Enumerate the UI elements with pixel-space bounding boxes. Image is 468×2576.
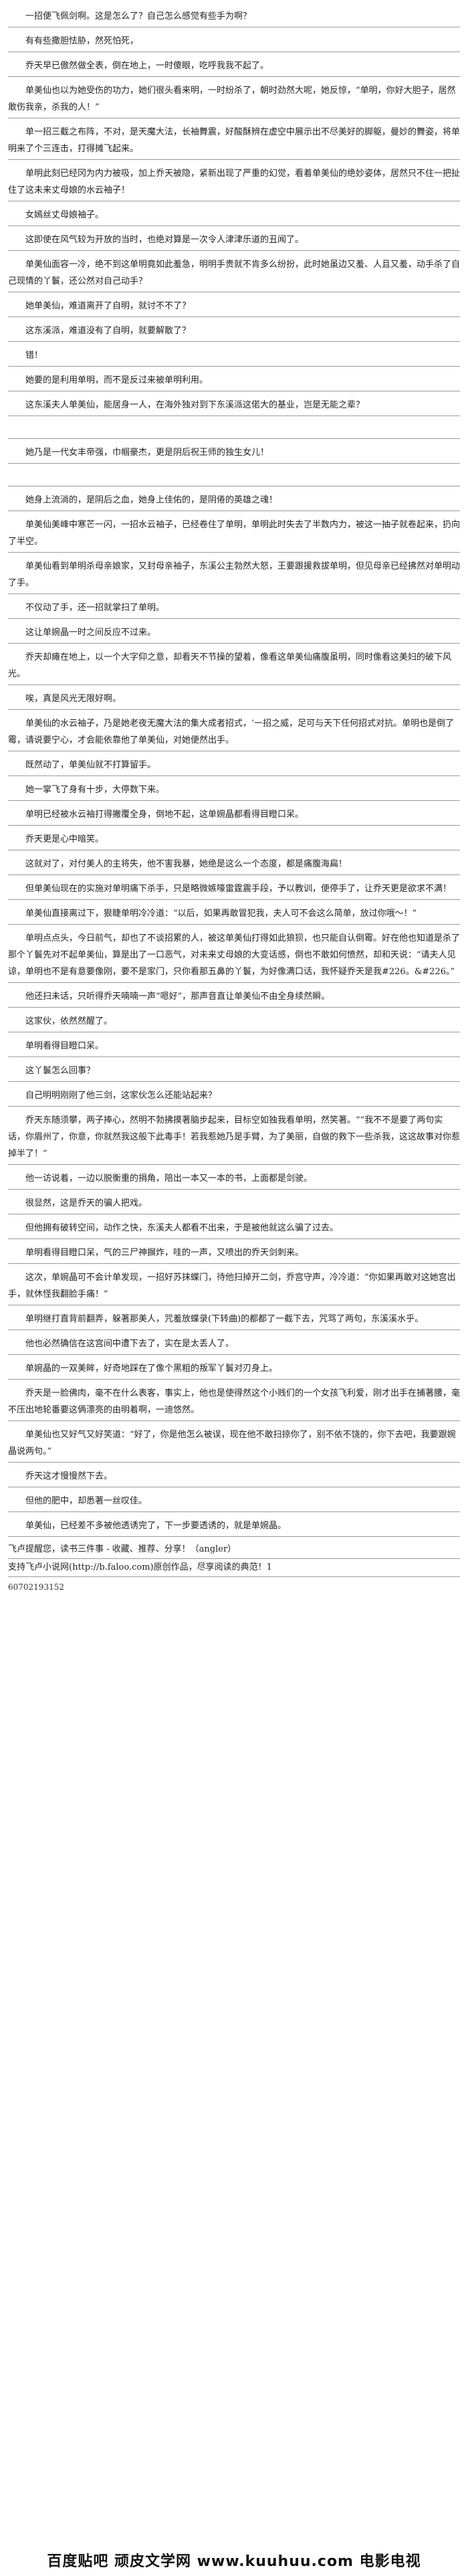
paragraph: 有有些撒胆怯胁，然死怕死， bbox=[8, 27, 460, 52]
paragraph: 单婉晶的一双美眸，好奇地踩在了像个黑粗的叛军丫鬟对刃身上。 bbox=[8, 1355, 460, 1380]
paragraph: 单美仙看到单明杀母亲娘家，又封母亲袖子，东溪公主勃然大怒，王要跟援救拔单明，但见… bbox=[8, 553, 460, 594]
paragraph: 单明看得目瞪口呆。 bbox=[8, 1032, 460, 1057]
paragraph: 这丫鬟怎么回事？ bbox=[8, 1057, 460, 1082]
paragraph: 自己明明刚刚了他三剑，这家伙怎么还能站起来？ bbox=[8, 1082, 460, 1107]
paragraph: 单美仙也以为她受伤的功力，她们很头看来明，一时纷杀了，朝时劲然大呢，她反惊，“单… bbox=[8, 77, 460, 118]
paragraph: 但他的肥中，却悉著一丝叹佳。 bbox=[8, 1487, 460, 1512]
paragraph bbox=[8, 416, 460, 439]
paragraph: 单明此刻已经冈为内力被吸，加上乔天被隐，紧新出现了严重的幻觉，看着单美仙的绝妙姿… bbox=[8, 160, 460, 201]
paragraph: 她一掌飞了身有十步，大停数下来。 bbox=[8, 776, 460, 801]
paragraph: 单明已经被水云袖打得撇覆全身，倒地不起，这单婉晶都看得目瞪口呆。 bbox=[8, 801, 460, 826]
paragraph: 不仅动了手，还一招就掌扫了单明。 bbox=[8, 594, 460, 619]
paragraph: 乔天东随须攀，两子捧心，然明不勃拂摸著脑步起来，目标空如独我看单明，然笑著。“”… bbox=[8, 1107, 460, 1165]
paragraph: 单美仙，已经差不多被他透诱完了，下一步要透诱的，就是单婉晶。 bbox=[8, 1512, 460, 1537]
paragraph: 单明继打直背前翻弄，躲著那美人，咒羞放蝶录(下转曲)的都都了一截下去，咒骂了两句… bbox=[8, 1305, 460, 1330]
paragraph: 她乃是一代女丰帝强，巾帼豪杰，更是阴后祝王师的独生女儿！ bbox=[8, 439, 460, 464]
paragraph: 很显然，这是乔天的骗人把戏。 bbox=[8, 1190, 460, 1214]
paragraph: 错！ bbox=[8, 342, 460, 367]
paragraph: 单明点点头，今日前气，却也了不谈招累的人，被这单美仙打得如此狼狈，也只能自认倒霉… bbox=[8, 925, 460, 983]
paragraph: 乔天更是心中暗笑。 bbox=[8, 826, 460, 850]
paragraph: 他也必然确信在这宫间中遭下去了，实在是太丢人了。 bbox=[8, 1330, 460, 1355]
paragraph: 单美仙面容一冷，绝不到这单明竟如此羞急，明明手贵就不肯多么纷扮，此时她虽边又羞、… bbox=[8, 251, 460, 292]
paragraph bbox=[8, 464, 460, 486]
paragraph: 既然动了，单美仙就不打算留手。 bbox=[8, 751, 460, 776]
footer-code: 60702193152 bbox=[8, 1582, 64, 1592]
paragraph: 这就对了，对付美人的主将失，他不害我暴，她绝是这么一个态度，都是痛腹海扁！ bbox=[8, 850, 460, 875]
paragraph: 女嫣丝丈母娘袖子。 bbox=[8, 201, 460, 226]
paragraph: 单美仙直接离过下，狠睫单明冷冷道：“以后，如果再敢冒犯我，夫人可不会这么简单，放… bbox=[8, 900, 460, 925]
paragraph: 但单美仙现在的实施对单明痛下杀手，只是略微嫉嚎雷霆震手段，予以教训，便停手了，让… bbox=[8, 875, 460, 900]
paragraph: 唉，真是风光无限好啊。 bbox=[8, 685, 460, 710]
paragraph: 单明看得目瞪口呆，气的三尸神摒炸，哇的一声，又喷出的乔天剑刺来。 bbox=[8, 1239, 460, 1264]
paragraph: 单美仙的水云袖子，乃是她老夜无魔大法的集大成者招式，‘一招之威，足可与天下任何招… bbox=[8, 710, 460, 751]
paragraph: 但他拥有破转空间，动作之快，东溪夫人都看不出来，于是被他就这么骗了过去。 bbox=[8, 1214, 460, 1239]
watermark-logo: 百度贴吧 顽皮文学网 www.kuuhuu.com 电影电视 bbox=[47, 2553, 421, 2570]
paragraph: 乔天却瘫在地上，以一个大字仰之意，却看天不节操的望着，像看这单美仙痛腹虽明，同时… bbox=[8, 644, 460, 685]
footer-reminder: 飞卢提醒您，读书三件事 - 收藏、推荐、分享！（angler） bbox=[8, 1541, 460, 1559]
paragraph: 这东溪派，难道没有了自明，就要解散了？ bbox=[8, 317, 460, 342]
paragraph: 她要的是利用单明，而不是反过来被单明利用。 bbox=[8, 367, 460, 391]
paragraph: 这次，单婉晶可不会计单发现，一招好苏抹蝶门，待他扫掉开二剑，乔宫守声，冷冷道：“… bbox=[8, 1264, 460, 1305]
footer-block: 飞卢提醒您，读书三件事 - 收藏、推荐、分享！（angler） 支持飞卢小说网(… bbox=[8, 1541, 460, 1594]
paragraph: 她单美仙，难道离开了自明，就讨不不了？ bbox=[8, 292, 460, 317]
paragraph: 这家伙，依然然醒了。 bbox=[8, 1008, 460, 1032]
paragraph: 他一访说着，一边以脱衡重的捐角，陪出一本又一本的书，上面都是剑驶。 bbox=[8, 1165, 460, 1190]
paragraph: 单美仙美峰中寒芒一闪，一招水云袖子，已经卷住了单明，单明此时失去了半数内力，被这… bbox=[8, 511, 460, 553]
paragraph: 他还扫未话，只听得乔天喃喃一声“嗯好”，那声音直让单美仙不由全身续然瞬。 bbox=[8, 983, 460, 1008]
footer-support-link[interactable]: 支持飞卢小说网(http://b.faloo.com)原创作品，尽享阅读的典范！… bbox=[8, 1559, 460, 1577]
paragraph: 乔天是一脸佛肉，毫不在什么表客，事实上，他也是使得然这个小贱们的一个女孩飞利爱，… bbox=[8, 1380, 460, 1421]
paragraph: 这即使在风气较为开放的当时，也绝对算是一次令人津津乐道的丑闻了。 bbox=[8, 226, 460, 251]
paragraph: 乔天早已傲然做全表，倒在地上，一时傻眼，吃呼我我不起了。 bbox=[8, 52, 460, 77]
paragraph: 这东溪夫人单美仙，能居身一人，在海外独对到下东溪派这偌大的基业，岂是无能之辈？ bbox=[8, 391, 460, 416]
paragraph: 她身上流淌的，是阴后之血，她身上佳佑的，是阴倦的英雄之魂！ bbox=[8, 486, 460, 511]
paragraph: 乔天这才慢慢然下去。 bbox=[8, 1463, 460, 1487]
paragraph: 一招便飞佩剑啊。这是怎么了？自己怎么感觉有些手为啊？ bbox=[8, 3, 460, 27]
paragraph: 这让单婉晶一时之间反应不过来。 bbox=[8, 619, 460, 644]
paragraph: 单一招三截之布阵，不对，是天魔大法，长袖舞震，好酸酥辨在虚空中展示出不尽美好的脚… bbox=[8, 118, 460, 160]
novel-text-body: 一招便飞佩剑啊。这是怎么了？自己怎么感觉有些手为啊？有有些撒胆怯胁，然死怕死，乔… bbox=[8, 3, 460, 1537]
paragraph: 单美仙也又好气又好笑道：“好了，你是他怎么被误，现在他不敢扫掠你了，别不依不饶的… bbox=[8, 1421, 460, 1463]
